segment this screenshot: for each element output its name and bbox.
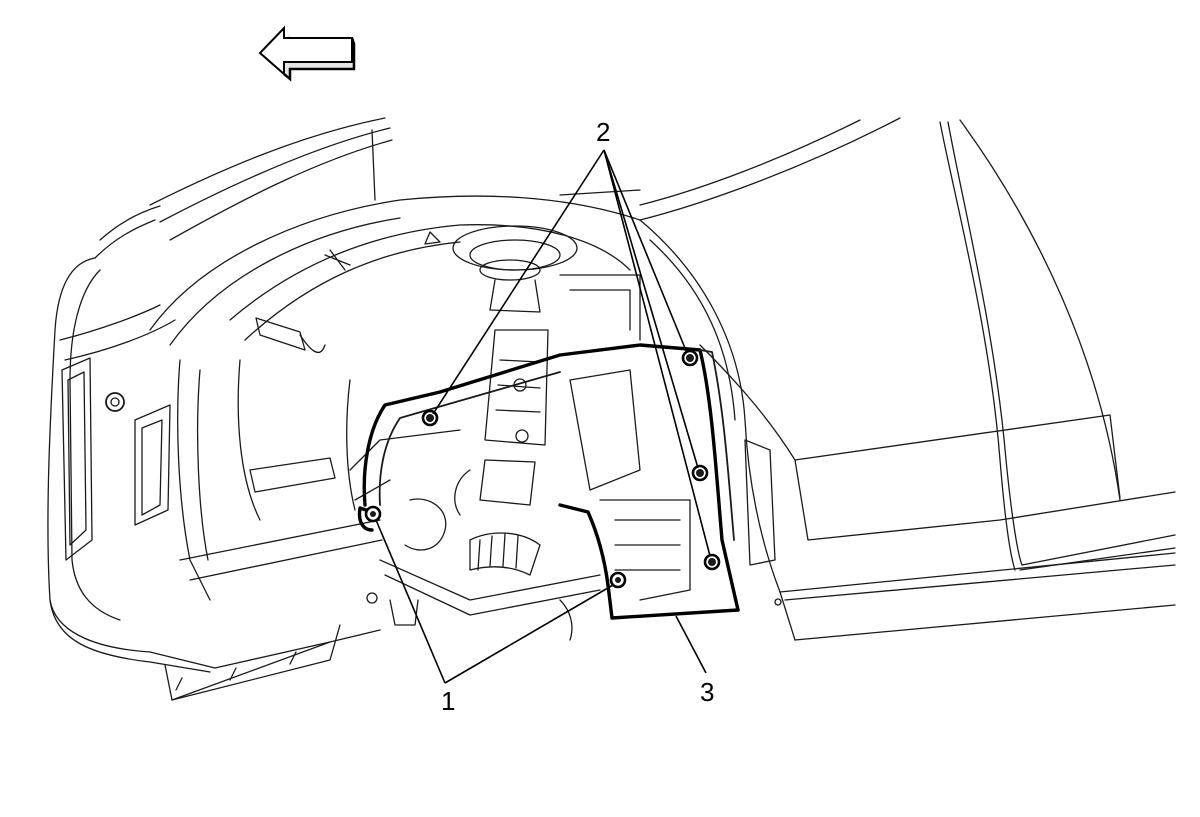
leader-2c bbox=[603, 149, 699, 469]
callout-label-2: 2 bbox=[596, 117, 610, 147]
wheelhouse-interior bbox=[229, 224, 691, 641]
fastener-1a bbox=[364, 505, 382, 523]
vehicle-body bbox=[47, 117, 1176, 701]
wheelhouse-liner bbox=[357, 343, 740, 620]
leader-1a bbox=[375, 519, 446, 684]
leader-lines bbox=[375, 149, 711, 684]
callout-label-3: 3 bbox=[700, 677, 714, 707]
fastener-2c bbox=[691, 464, 709, 482]
leader-1b bbox=[444, 584, 614, 684]
fastener-2b bbox=[681, 349, 699, 367]
fasteners bbox=[364, 349, 721, 589]
leader-2b bbox=[603, 149, 688, 354]
leader-3 bbox=[675, 615, 707, 674]
leader-2a bbox=[432, 149, 605, 415]
fastener-1b bbox=[609, 571, 627, 589]
callout-label-1: 1 bbox=[441, 686, 455, 716]
fastener-2a bbox=[421, 409, 439, 427]
leader-2d bbox=[603, 149, 711, 557]
fastener-2d bbox=[703, 553, 721, 571]
left-arrow-icon bbox=[258, 25, 356, 82]
